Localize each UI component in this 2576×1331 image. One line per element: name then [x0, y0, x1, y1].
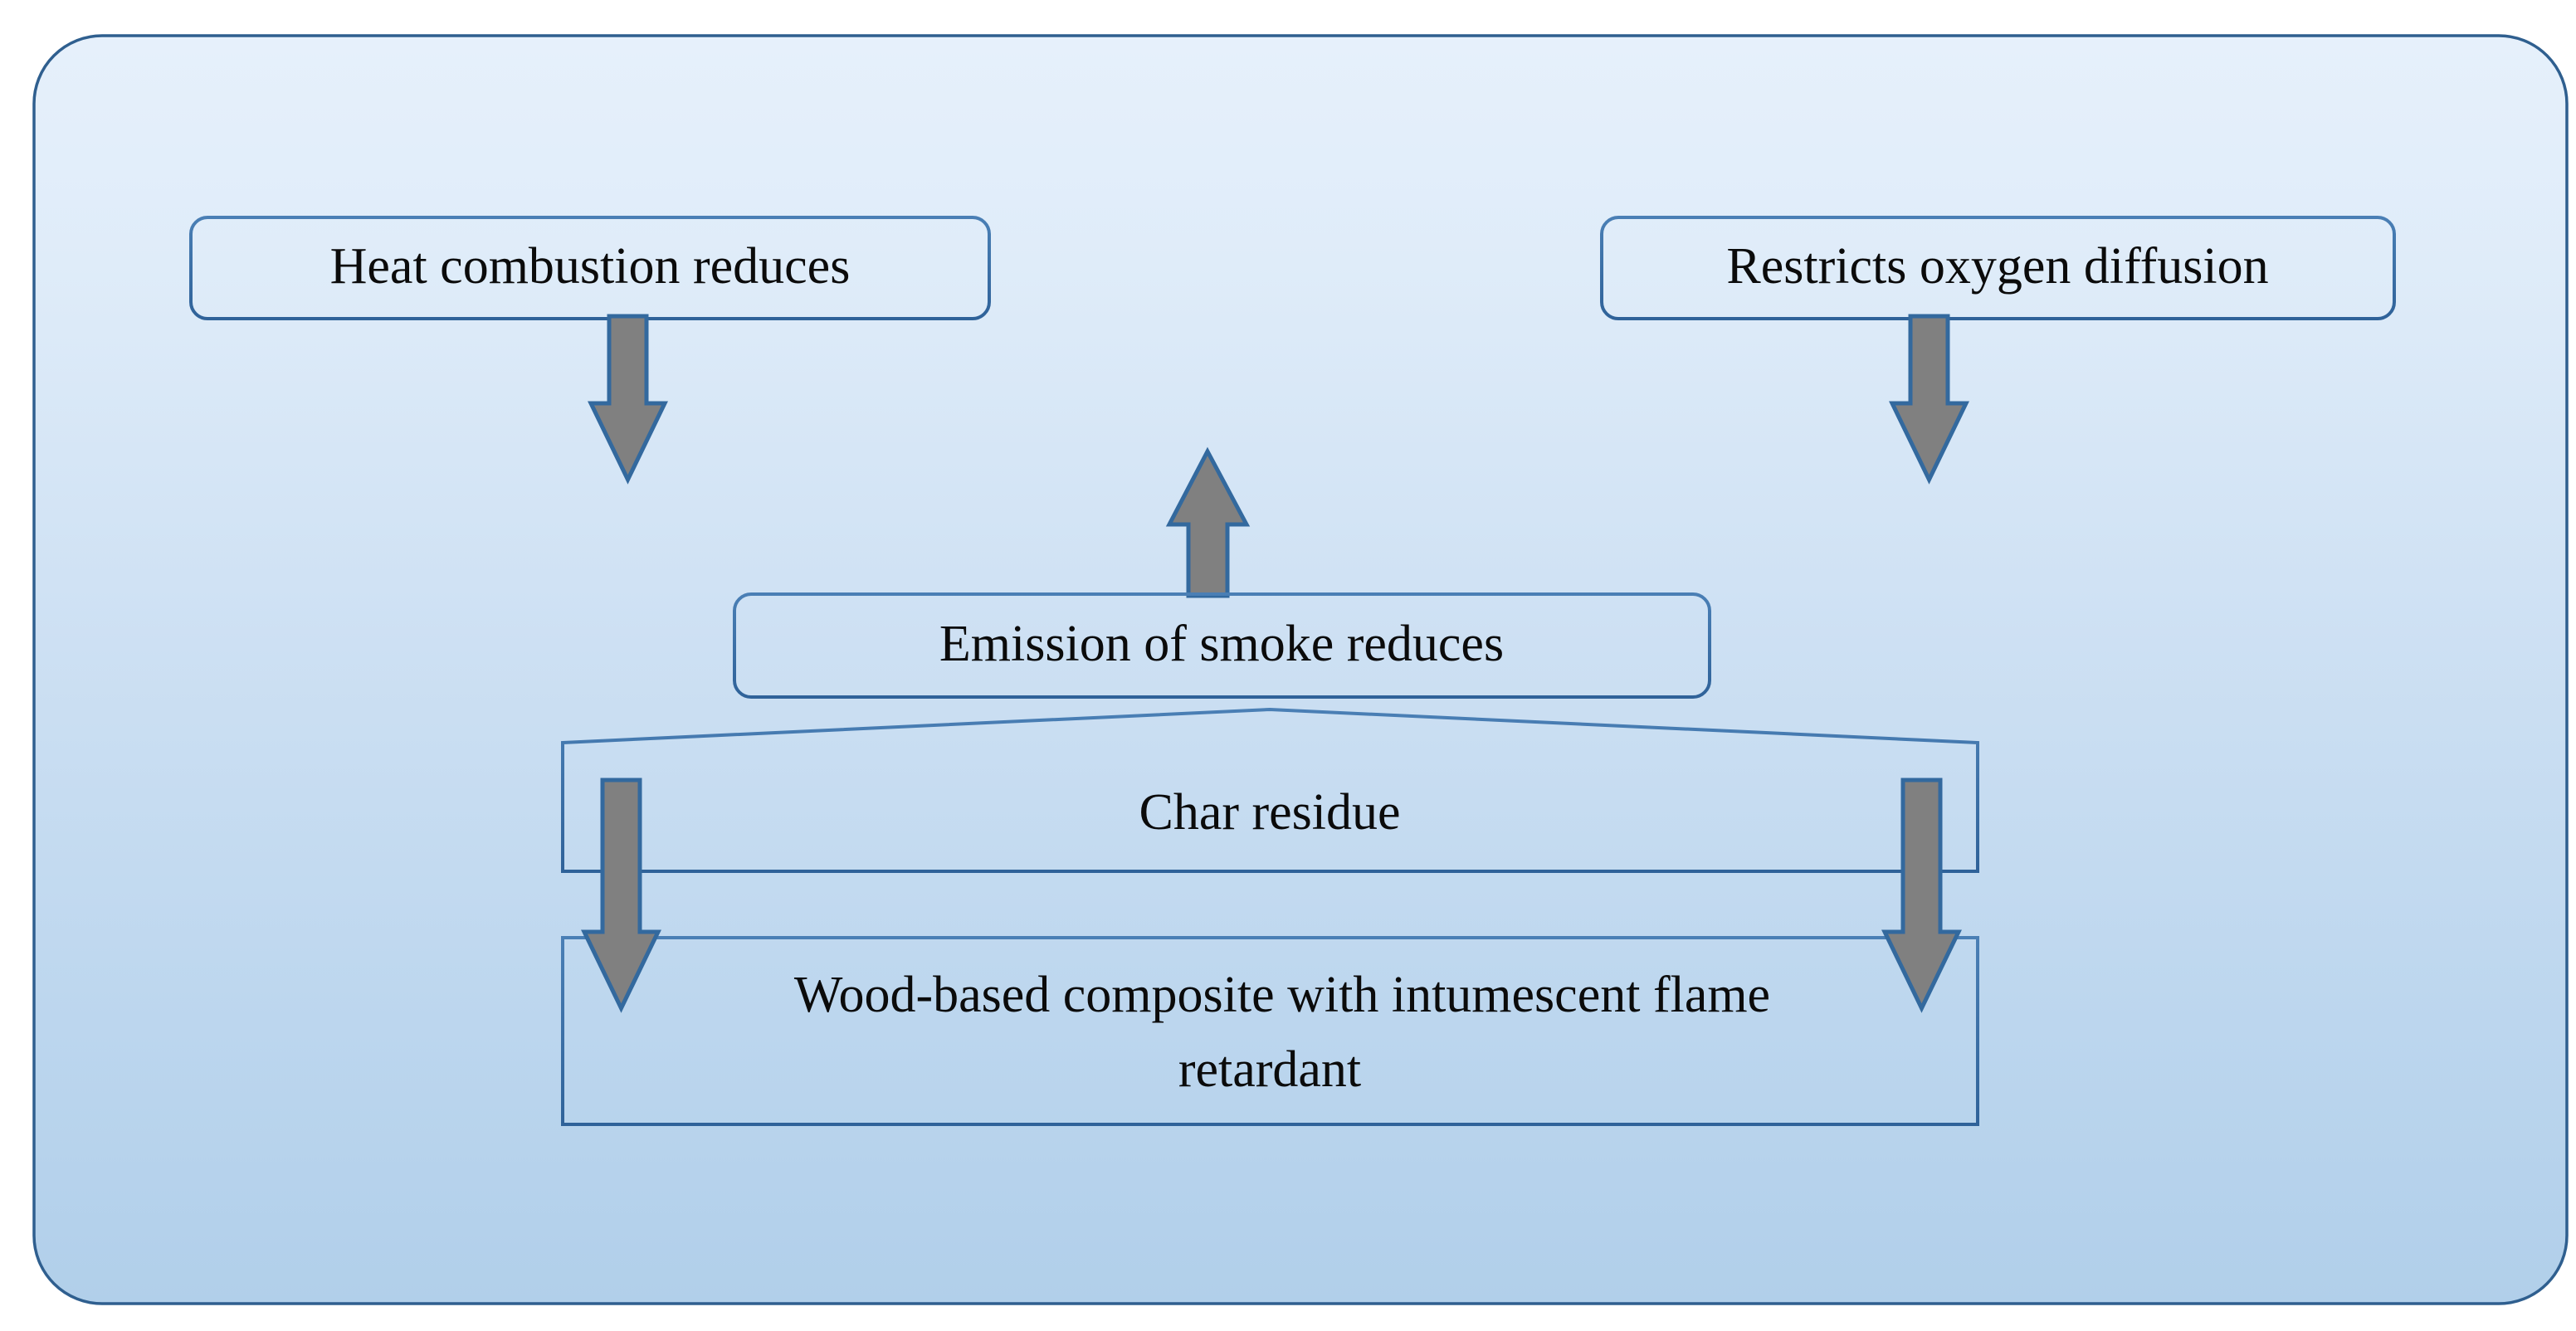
node-wood-based-composite[interactable]: Wood-based composite with intumescent fl… — [561, 936, 1979, 1126]
node-heat-combustion-reduces-label: Heat combustion reduces — [330, 238, 851, 295]
node-emission-of-smoke-reduces-label: Emission of smoke reduces — [939, 616, 1504, 672]
arrow-heat-combustion-down-icon — [588, 314, 668, 485]
node-emission-of-smoke-reduces[interactable]: Emission of smoke reduces — [733, 592, 1711, 699]
node-wood-based-composite-shape — [561, 936, 1979, 1126]
arrow-restricts-oxygen-down-icon — [1889, 314, 1969, 485]
node-char-residue[interactable]: Char residue — [561, 707, 1979, 873]
node-restricts-oxygen-diffusion-label: Restricts oxygen diffusion — [1726, 238, 2268, 295]
node-char-residue-label: Char residue — [1139, 784, 1400, 841]
node-emission-of-smoke-reduces-shape — [733, 592, 1711, 699]
arrow-char-to-composite-left-icon — [581, 778, 661, 1013]
node-heat-combustion-reduces[interactable]: Heat combustion reduces — [189, 216, 991, 320]
node-restricts-oxygen-diffusion[interactable]: Restricts oxygen diffusion — [1600, 216, 2396, 320]
node-heat-combustion-reduces-shape — [189, 216, 991, 320]
node-wood-based-composite-label-line1: Wood-based composite with intumescent fl… — [794, 967, 1770, 1023]
node-restricts-oxygen-diffusion-shape — [1600, 216, 2396, 320]
arrow-char-to-composite-right-icon — [1881, 778, 1962, 1013]
node-wood-based-composite-label-line2: retardant — [1178, 1041, 1361, 1098]
node-char-residue-shape — [561, 707, 1979, 873]
